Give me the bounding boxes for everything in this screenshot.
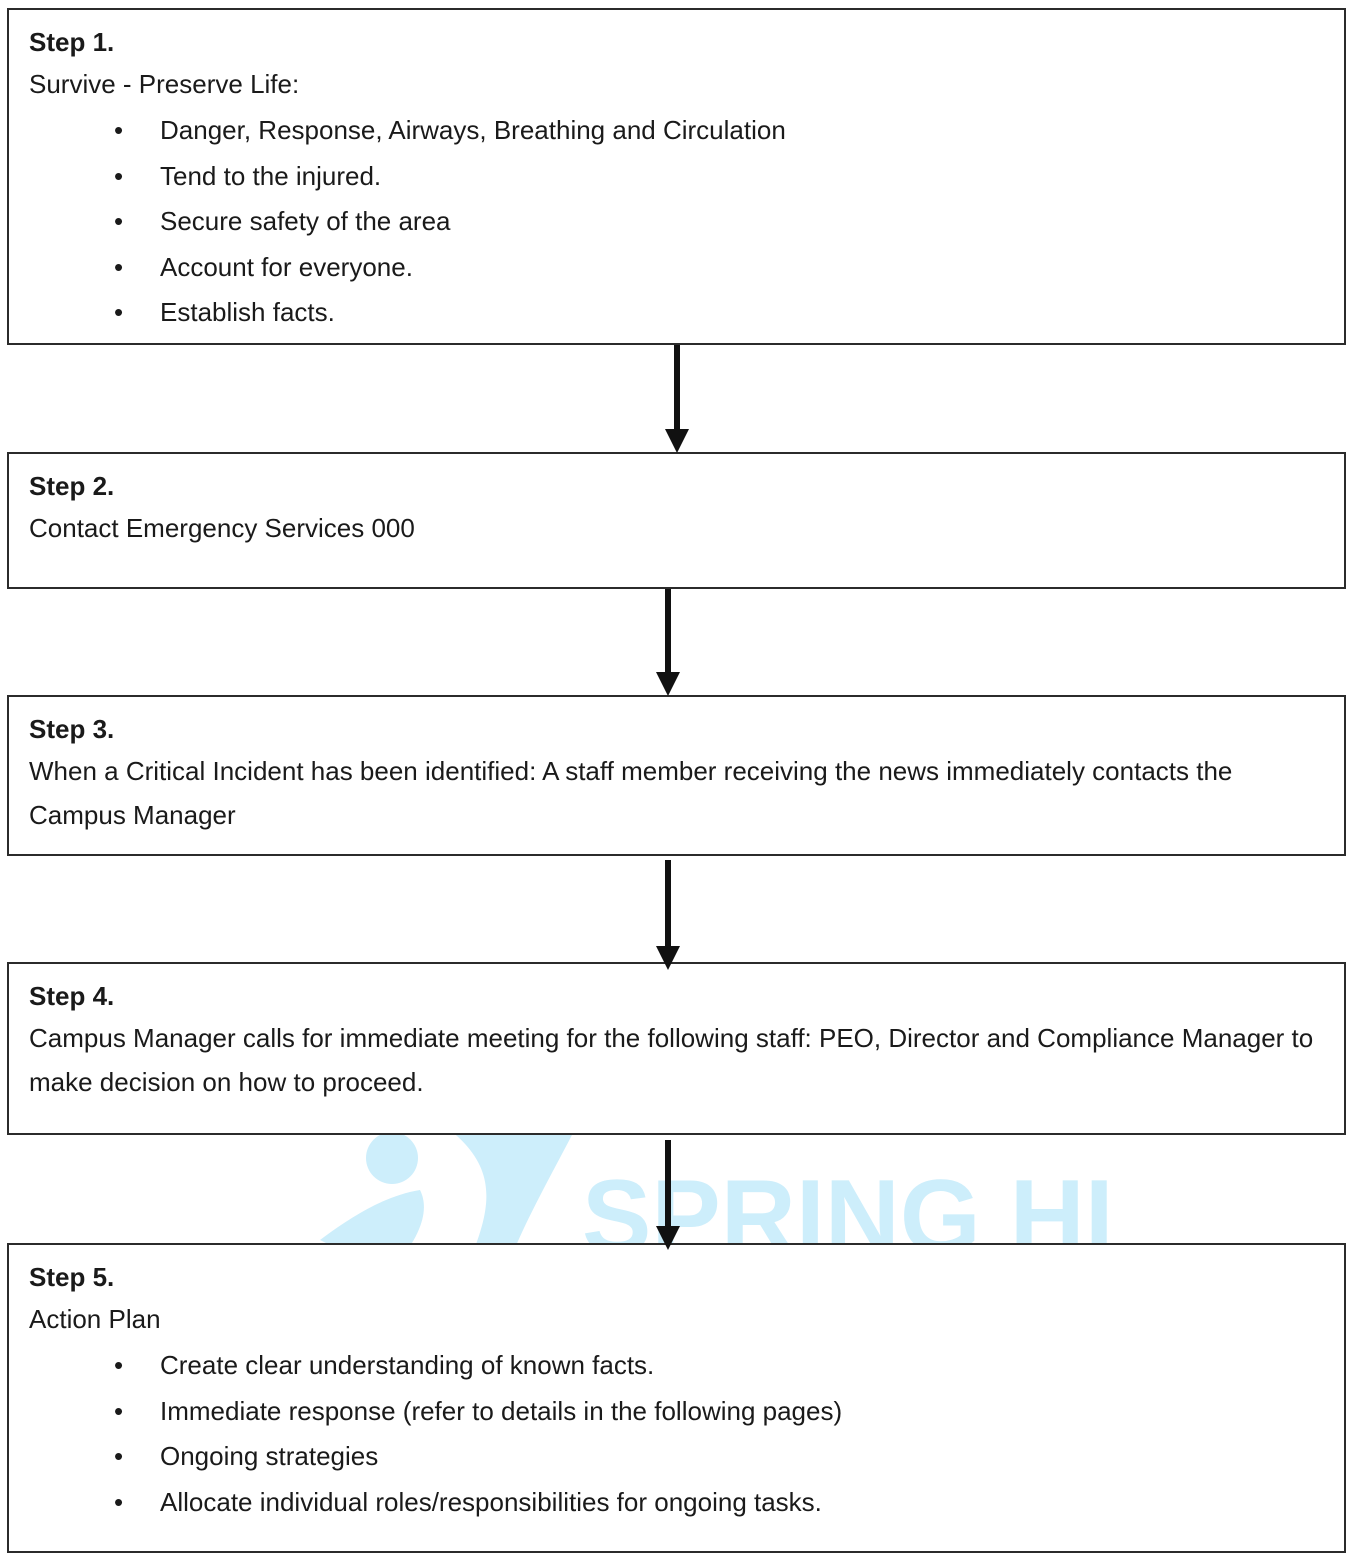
step-3-title: Step 3. [29, 714, 115, 744]
step-5-text: Action Plan [29, 1304, 161, 1334]
list-item: • Allocate individual roles/responsibilit… [29, 1480, 1344, 1526]
arrowhead [656, 946, 680, 970]
step-1-box: Step 1. Survive - Preserve Life: • Danger… [7, 8, 1346, 345]
step-2-text: Contact Emergency Services 000 [29, 513, 415, 543]
list-item: • Ongoing strategies [29, 1434, 1344, 1480]
list-item: • Create clear understanding of known fac… [29, 1343, 1344, 1389]
bullet-icon: • [114, 160, 124, 191]
bullet-text: Account for everyone. [160, 251, 413, 282]
bullet-icon: • [114, 297, 124, 327]
bullet-text: Secure safety of the area [160, 206, 451, 236]
arrow-down-icon [656, 589, 680, 696]
step-2-title: Step 2. [29, 471, 115, 501]
arrowhead [656, 672, 680, 696]
bullet-icon: • [114, 1486, 124, 1517]
arrow-down-icon [656, 1140, 680, 1250]
bullet-text: Ongoing strategies [160, 1441, 379, 1471]
list-item: • Establish facts. [29, 290, 1344, 336]
bullet-text: Tend to the injured. [160, 160, 382, 191]
step-4-text: Campus Manager calls for immediate meeti… [29, 1023, 1314, 1097]
step-5-bullet-list: • Create clear understanding of known fac… [29, 1343, 1344, 1525]
step-4-title: Step 4. [29, 981, 115, 1011]
step-5-title: Step 5. [29, 1262, 115, 1292]
bullet-text: Create clear understanding of known fact… [160, 1350, 655, 1380]
step-1-text: Survive - Preserve Life: [29, 69, 300, 99]
list-item: • Secure safety of the area [29, 199, 1344, 245]
bullet-text: Danger, Response, Airways, Breathing and… [160, 115, 786, 145]
bullet-text: Immediate response (refer to details in … [160, 1395, 843, 1426]
arrow-down-icon [665, 345, 689, 453]
arrow-down-icon [656, 860, 680, 970]
bullet-text: Establish facts. [160, 297, 335, 327]
list-item: • Immediate response (refer to details in… [29, 1389, 1344, 1435]
arrowhead [665, 429, 689, 453]
step-1-title: Step 1. [29, 27, 115, 57]
step-4-box: Step 4. Campus Manager calls for immedia… [7, 962, 1346, 1135]
list-item: • Account for everyone. [29, 245, 1344, 291]
watermark-figure-head [366, 1132, 418, 1184]
arrowhead [656, 1226, 680, 1250]
watermark-figure-body [320, 1190, 424, 1260]
step-5-box: Step 5. Action Plan • Create clear unders… [7, 1243, 1346, 1553]
list-item: • Danger, Response, Airways, Breathing an… [29, 108, 1344, 154]
bullet-icon: • [114, 251, 124, 282]
bullet-icon: • [114, 1441, 124, 1471]
list-item: • Tend to the injured. [29, 154, 1344, 200]
step-3-box: Step 3. When a Critical Incident has bee… [7, 695, 1346, 856]
bullet-icon: • [114, 206, 124, 236]
bullet-icon: • [114, 115, 124, 145]
bullet-icon: • [114, 1350, 124, 1380]
step-3-text: When a Critical Incident has been identi… [29, 756, 1233, 830]
watermark-swoosh [450, 1100, 590, 1260]
step-2-box: Step 2. Contact Emergency Services 000 [7, 452, 1346, 589]
step-1-bullet-list: • Danger, Response, Airways, Breathing an… [29, 108, 1344, 336]
bullet-icon: • [114, 1395, 124, 1426]
bullet-text: Allocate individual roles/responsibiliti… [160, 1486, 822, 1517]
